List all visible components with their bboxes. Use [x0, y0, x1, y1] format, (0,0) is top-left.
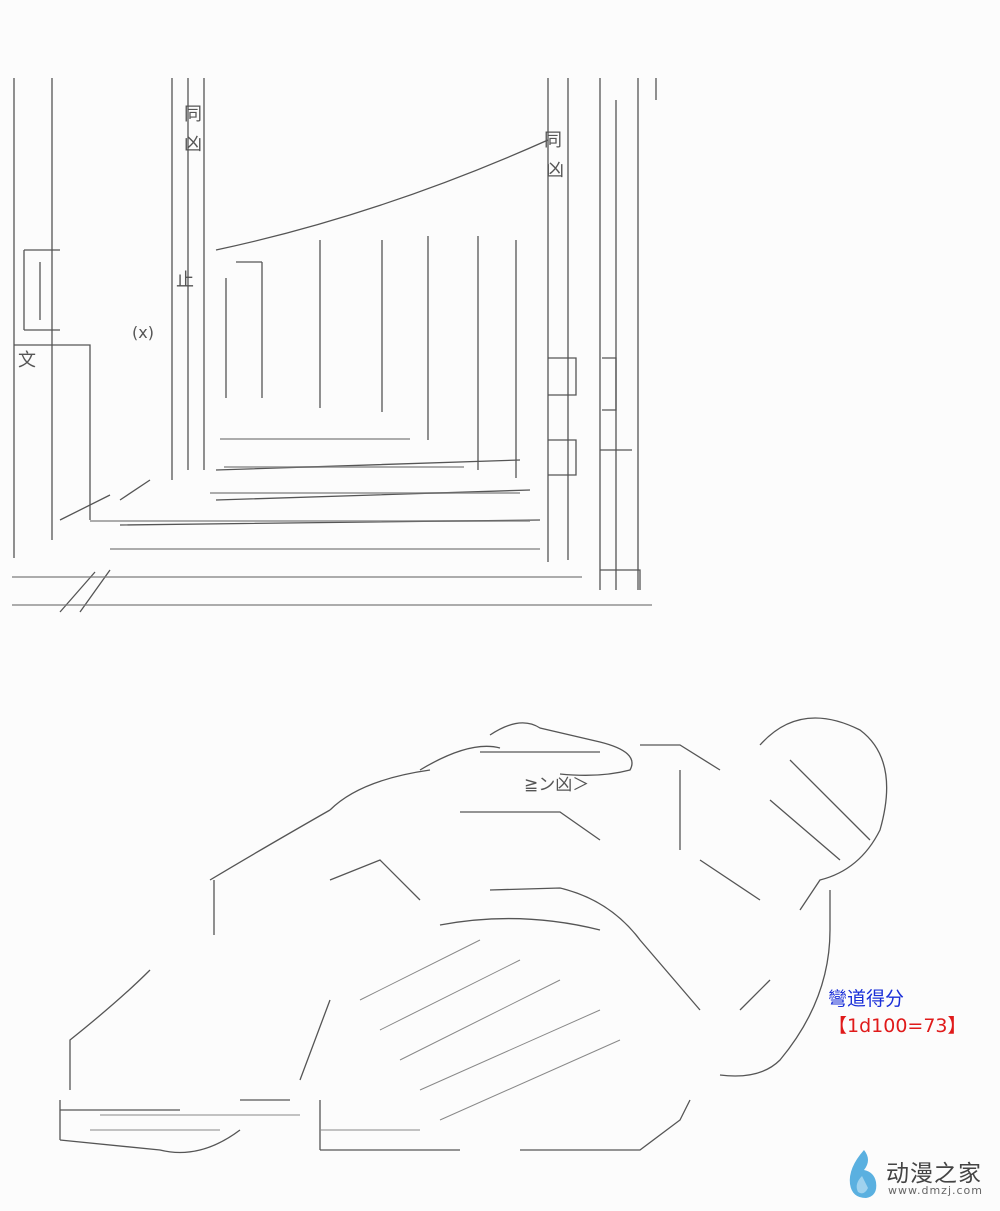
hall-sign: 凶 [184, 134, 202, 155]
hall-sign: 同 [184, 104, 202, 125]
hall-sign: (x) [132, 323, 154, 342]
hallway-ascii-art: 同 凶 同 凶 文 止 (x) [12, 78, 657, 613]
hall-sign: 止 [176, 270, 194, 291]
hall-sign: 凶 [546, 160, 564, 181]
dice-annotation: 彎道得分 【1d100=73】 [828, 986, 967, 1040]
watermark: 动漫之家 www.dmzj.com [842, 1146, 992, 1202]
hall-sign: ≧ン凶＞ [524, 775, 589, 795]
watermark-name: 动漫之家 [886, 1161, 982, 1187]
hall-sign: 同 [544, 130, 562, 151]
flame-drop-icon [849, 1150, 877, 1198]
watermark-url: www.dmzj.com [888, 1184, 983, 1197]
annotation-title: 彎道得分 [828, 988, 905, 1010]
hall-sign: 文 [18, 350, 36, 371]
annotation-roll: 【1d100=73】 [828, 1015, 967, 1037]
